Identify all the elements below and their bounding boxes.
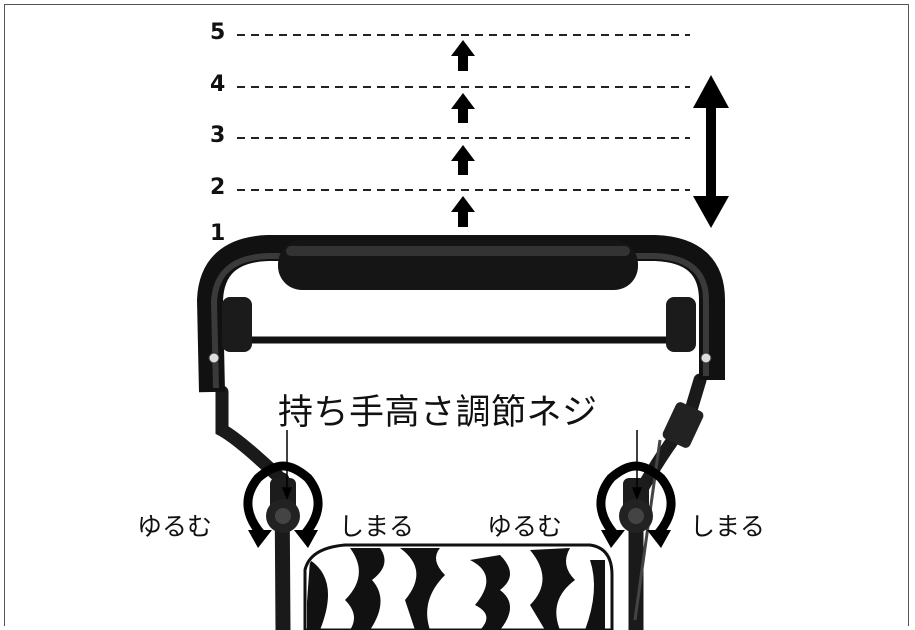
left-loosen-label: ゆるむ (137, 512, 213, 541)
up-arrow-icon (451, 196, 475, 227)
right-adjustment-knob (619, 478, 653, 533)
level-3-label: 3 (210, 123, 226, 148)
left-adjustment-knob (266, 478, 300, 533)
up-arrows (451, 40, 475, 227)
loosen-arrow-left (243, 461, 284, 538)
zebra-pattern-seat (303, 543, 614, 630)
level-5-label: 5 (210, 20, 226, 45)
loosen-arrow-right (596, 461, 637, 538)
level-4-label: 4 (210, 72, 226, 97)
tighten-arrow-left (282, 461, 323, 538)
double-arrow-icon (693, 75, 729, 228)
up-arrow-icon (451, 40, 475, 71)
level-1-label: 1 (210, 221, 226, 246)
handle-height-screw-title: 持ち手高さ調節ネジ (278, 393, 598, 433)
tighten-arrow-right (635, 461, 676, 538)
left-tighten-label: しまる (339, 512, 415, 541)
up-arrow-icon (451, 145, 475, 175)
right-loosen-label: ゆるむ (487, 512, 563, 541)
level-2-label: 2 (210, 175, 226, 200)
up-arrow-icon (451, 93, 475, 123)
right-tighten-label: しまる (690, 512, 766, 541)
